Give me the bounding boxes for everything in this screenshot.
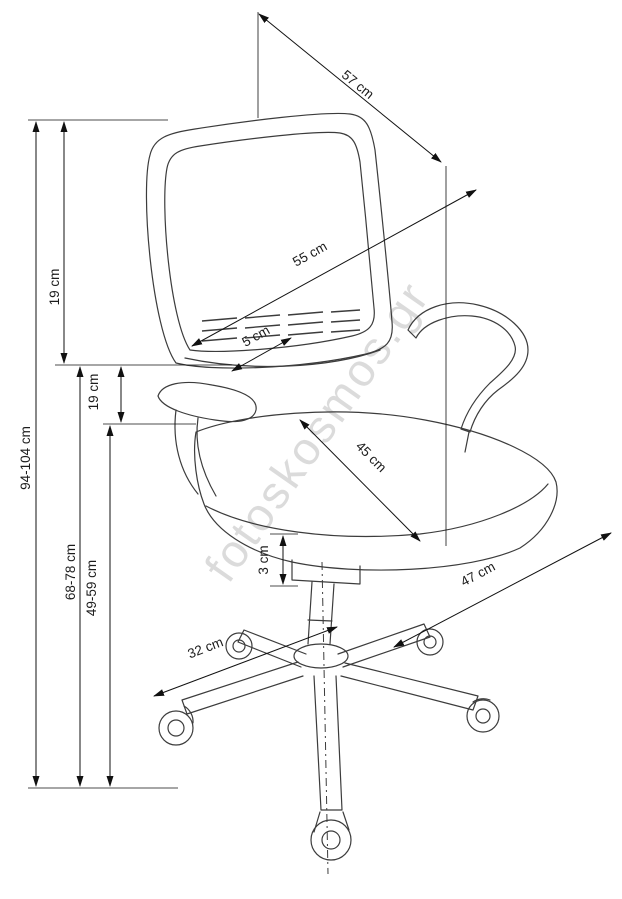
- label-backrest-width-top: 57 cm: [339, 67, 377, 102]
- label-backrest-top-to-armrest: 19 cm: [47, 269, 62, 306]
- caster-front: [310, 811, 352, 861]
- dim-line-57cm: [258, 13, 442, 163]
- backrest-vent-slats: [201, 309, 361, 342]
- dim-line-55cm: [191, 189, 477, 347]
- armrest-right-support: [464, 431, 470, 453]
- swivel-axis-centerline: [321, 561, 329, 875]
- dim-line-5cm: [231, 337, 292, 372]
- label-seat-lift: 3 cm: [256, 545, 271, 574]
- caster-right: [466, 698, 500, 733]
- label-armrest-height: 68-78 cm: [63, 544, 78, 600]
- armrest-left-support: [174, 409, 217, 497]
- caster-left: [158, 705, 194, 746]
- backrest-inner-frame: [164, 131, 375, 352]
- label-armrest-to-seat: 19 cm: [86, 374, 101, 411]
- dim-line-47cm: [393, 532, 612, 648]
- dim-line-32cm: [153, 626, 338, 697]
- gas-lift-column: [307, 581, 335, 645]
- base-legs: [181, 623, 479, 811]
- chair-drawing: [145, 112, 558, 875]
- label-total-height: 94-104 cm: [18, 426, 33, 490]
- base-hub: [293, 643, 349, 669]
- label-backrest-diagonal: 55 cm: [290, 239, 329, 270]
- armrest-right: [407, 302, 529, 433]
- label-seat-height: 49-59 cm: [84, 560, 99, 616]
- label-base-leg: 32 cm: [186, 634, 226, 661]
- dimension-lines: [32, 13, 612, 787]
- armrest-left-pad: [157, 381, 257, 423]
- dim-line-45cm: [299, 419, 421, 542]
- dimension-labels: 57 cm 55 cm 5 cm 45 cm 47 cm 32 cm 94-10…: [18, 67, 498, 661]
- label-seat-diagonal: 45 cm: [353, 439, 390, 476]
- seat-mechanism: [291, 559, 361, 585]
